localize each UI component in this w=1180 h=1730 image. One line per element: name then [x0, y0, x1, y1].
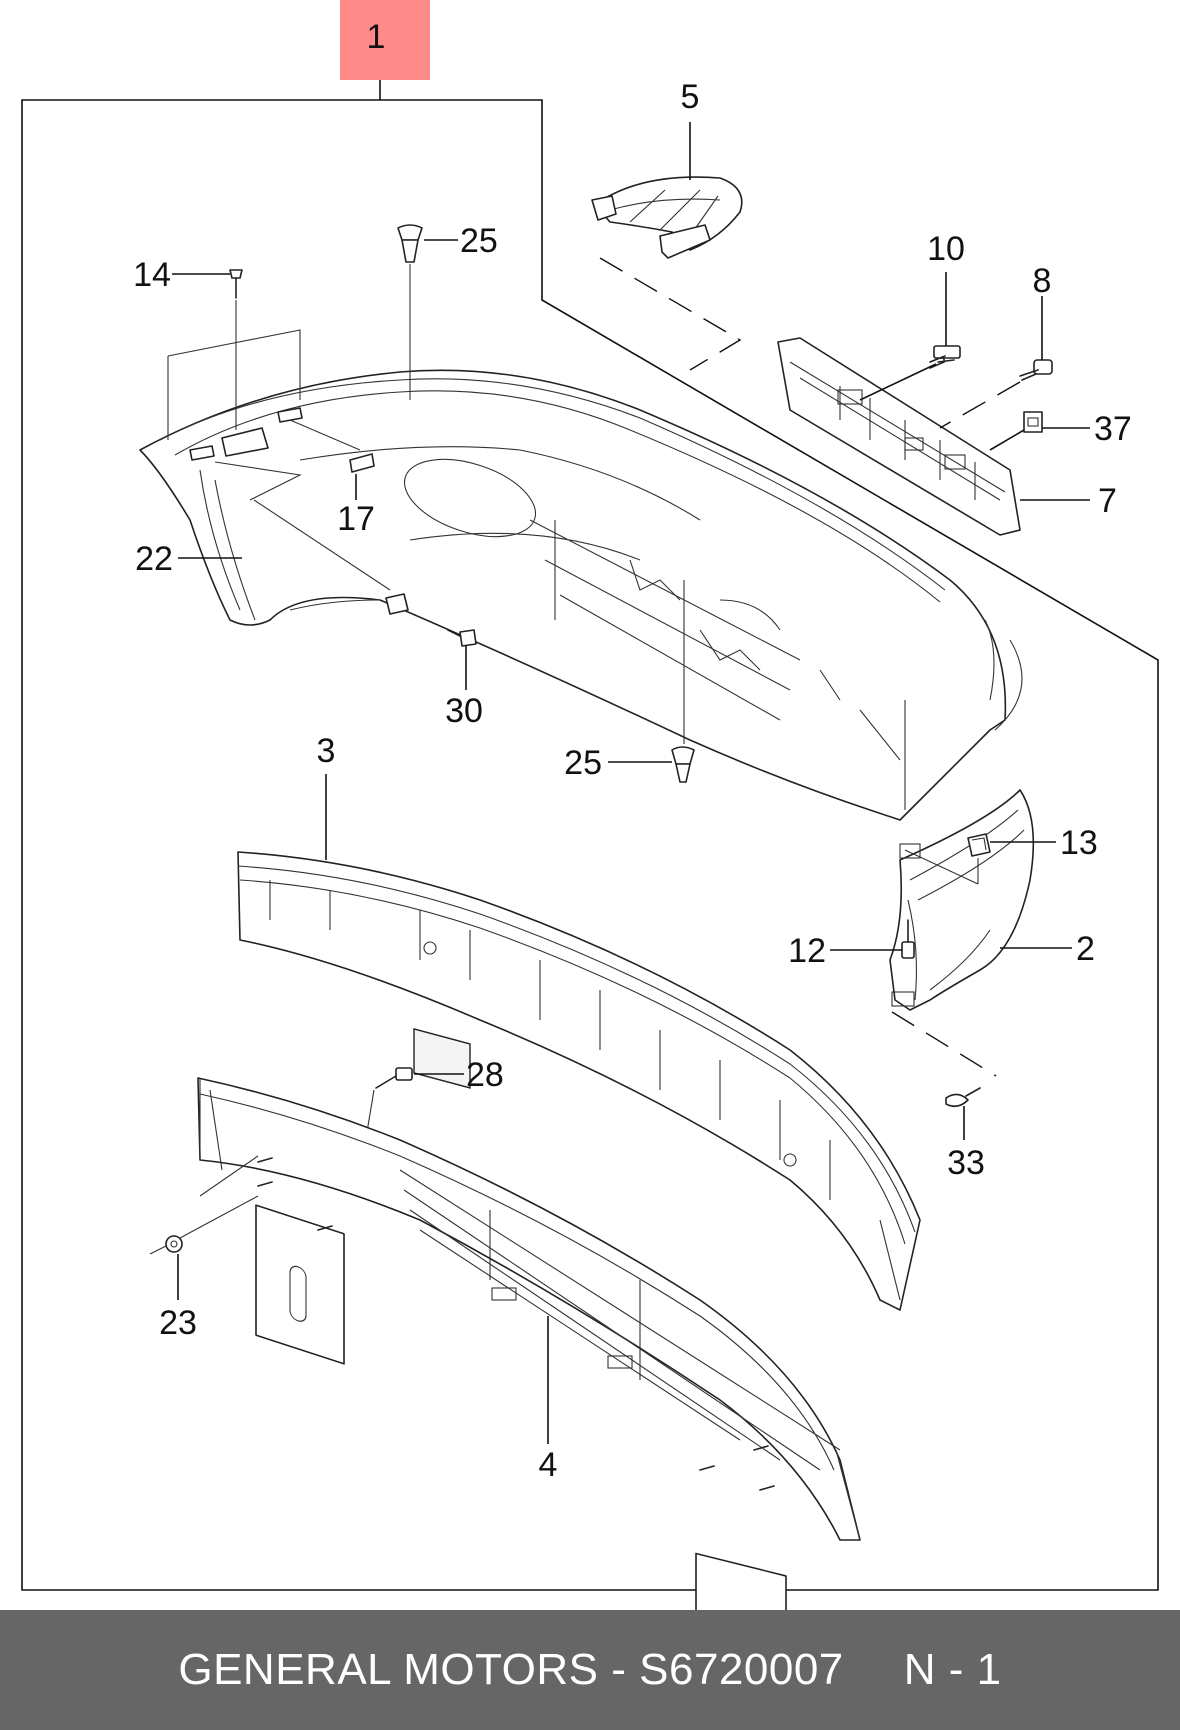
- part-30-screw[interactable]: [385, 593, 477, 647]
- part-17-clip[interactable]: [349, 453, 375, 473]
- callout-2[interactable]: 2: [1076, 930, 1095, 968]
- leader-5-dash: [599, 257, 742, 371]
- part-3-absorber[interactable]: [237, 851, 921, 1311]
- callout-1[interactable]: 1: [367, 18, 386, 56]
- callout-25b[interactable]: 25: [564, 744, 602, 782]
- part-5-bracket[interactable]: [591, 176, 743, 259]
- part-10-bolt[interactable]: [929, 345, 961, 369]
- footer-page: N - 1: [903, 1645, 1002, 1694]
- callout-12[interactable]: 12: [788, 932, 826, 970]
- parts-diagram: 1 5 7 10 8 37: [21, 0, 1159, 1610]
- callout-14[interactable]: 14: [133, 256, 171, 294]
- part-33-screw[interactable]: [945, 1087, 981, 1108]
- callout-25a[interactable]: 25: [460, 222, 498, 260]
- part-8-bolt[interactable]: [1019, 359, 1053, 381]
- part-2-end-cap[interactable]: [889, 789, 1035, 1011]
- leader-10-b: [859, 363, 937, 401]
- callout-33[interactable]: 33: [947, 1144, 985, 1182]
- left-side-brackets[interactable]: [167, 329, 361, 501]
- callout-13[interactable]: 13: [1060, 824, 1098, 862]
- callout-7[interactable]: 7: [1098, 482, 1117, 520]
- part-14-screw[interactable]: [229, 269, 243, 299]
- part-13-clip[interactable]: [967, 833, 991, 857]
- part-28-bolt[interactable]: [375, 1067, 413, 1089]
- callout-22[interactable]: 22: [135, 540, 173, 578]
- callout-4[interactable]: 4: [539, 1446, 558, 1484]
- callout-23[interactable]: 23: [159, 1304, 197, 1342]
- footer-bar: GENERAL MOTORS - S6720007 N - 1: [0, 1610, 1180, 1730]
- callout-30[interactable]: 30: [445, 692, 483, 730]
- leader-33-dash: [891, 1011, 997, 1077]
- callout-8[interactable]: 8: [1033, 262, 1052, 300]
- assembly-frame: [21, 80, 1159, 1591]
- part-25-bottom-clip[interactable]: [671, 746, 695, 783]
- callout-10[interactable]: 10: [927, 230, 965, 268]
- footer-title: GENERAL MOTORS - S6720007: [178, 1645, 844, 1694]
- part-23-nut[interactable]: [165, 1235, 183, 1253]
- leader-23-guides: [149, 1155, 259, 1255]
- part-4-beam[interactable]: [197, 1077, 861, 1610]
- leader-37-b: [989, 429, 1025, 451]
- callout-1-highlight[interactable]: [340, 0, 430, 80]
- leader-13-b: [904, 849, 979, 885]
- leader-30-guide: [253, 499, 391, 591]
- leader-8-dash: [939, 381, 1021, 429]
- callout-28[interactable]: 28: [466, 1056, 504, 1094]
- part-25-top-clip[interactable]: [397, 224, 423, 263]
- callout-37[interactable]: 37: [1094, 410, 1132, 448]
- part-7-reinforcement[interactable]: [777, 337, 1021, 536]
- callout-3[interactable]: 3: [317, 732, 336, 770]
- callout-5[interactable]: 5: [681, 78, 700, 116]
- part-37-clip[interactable]: [1023, 411, 1043, 433]
- callout-17[interactable]: 17: [337, 500, 375, 538]
